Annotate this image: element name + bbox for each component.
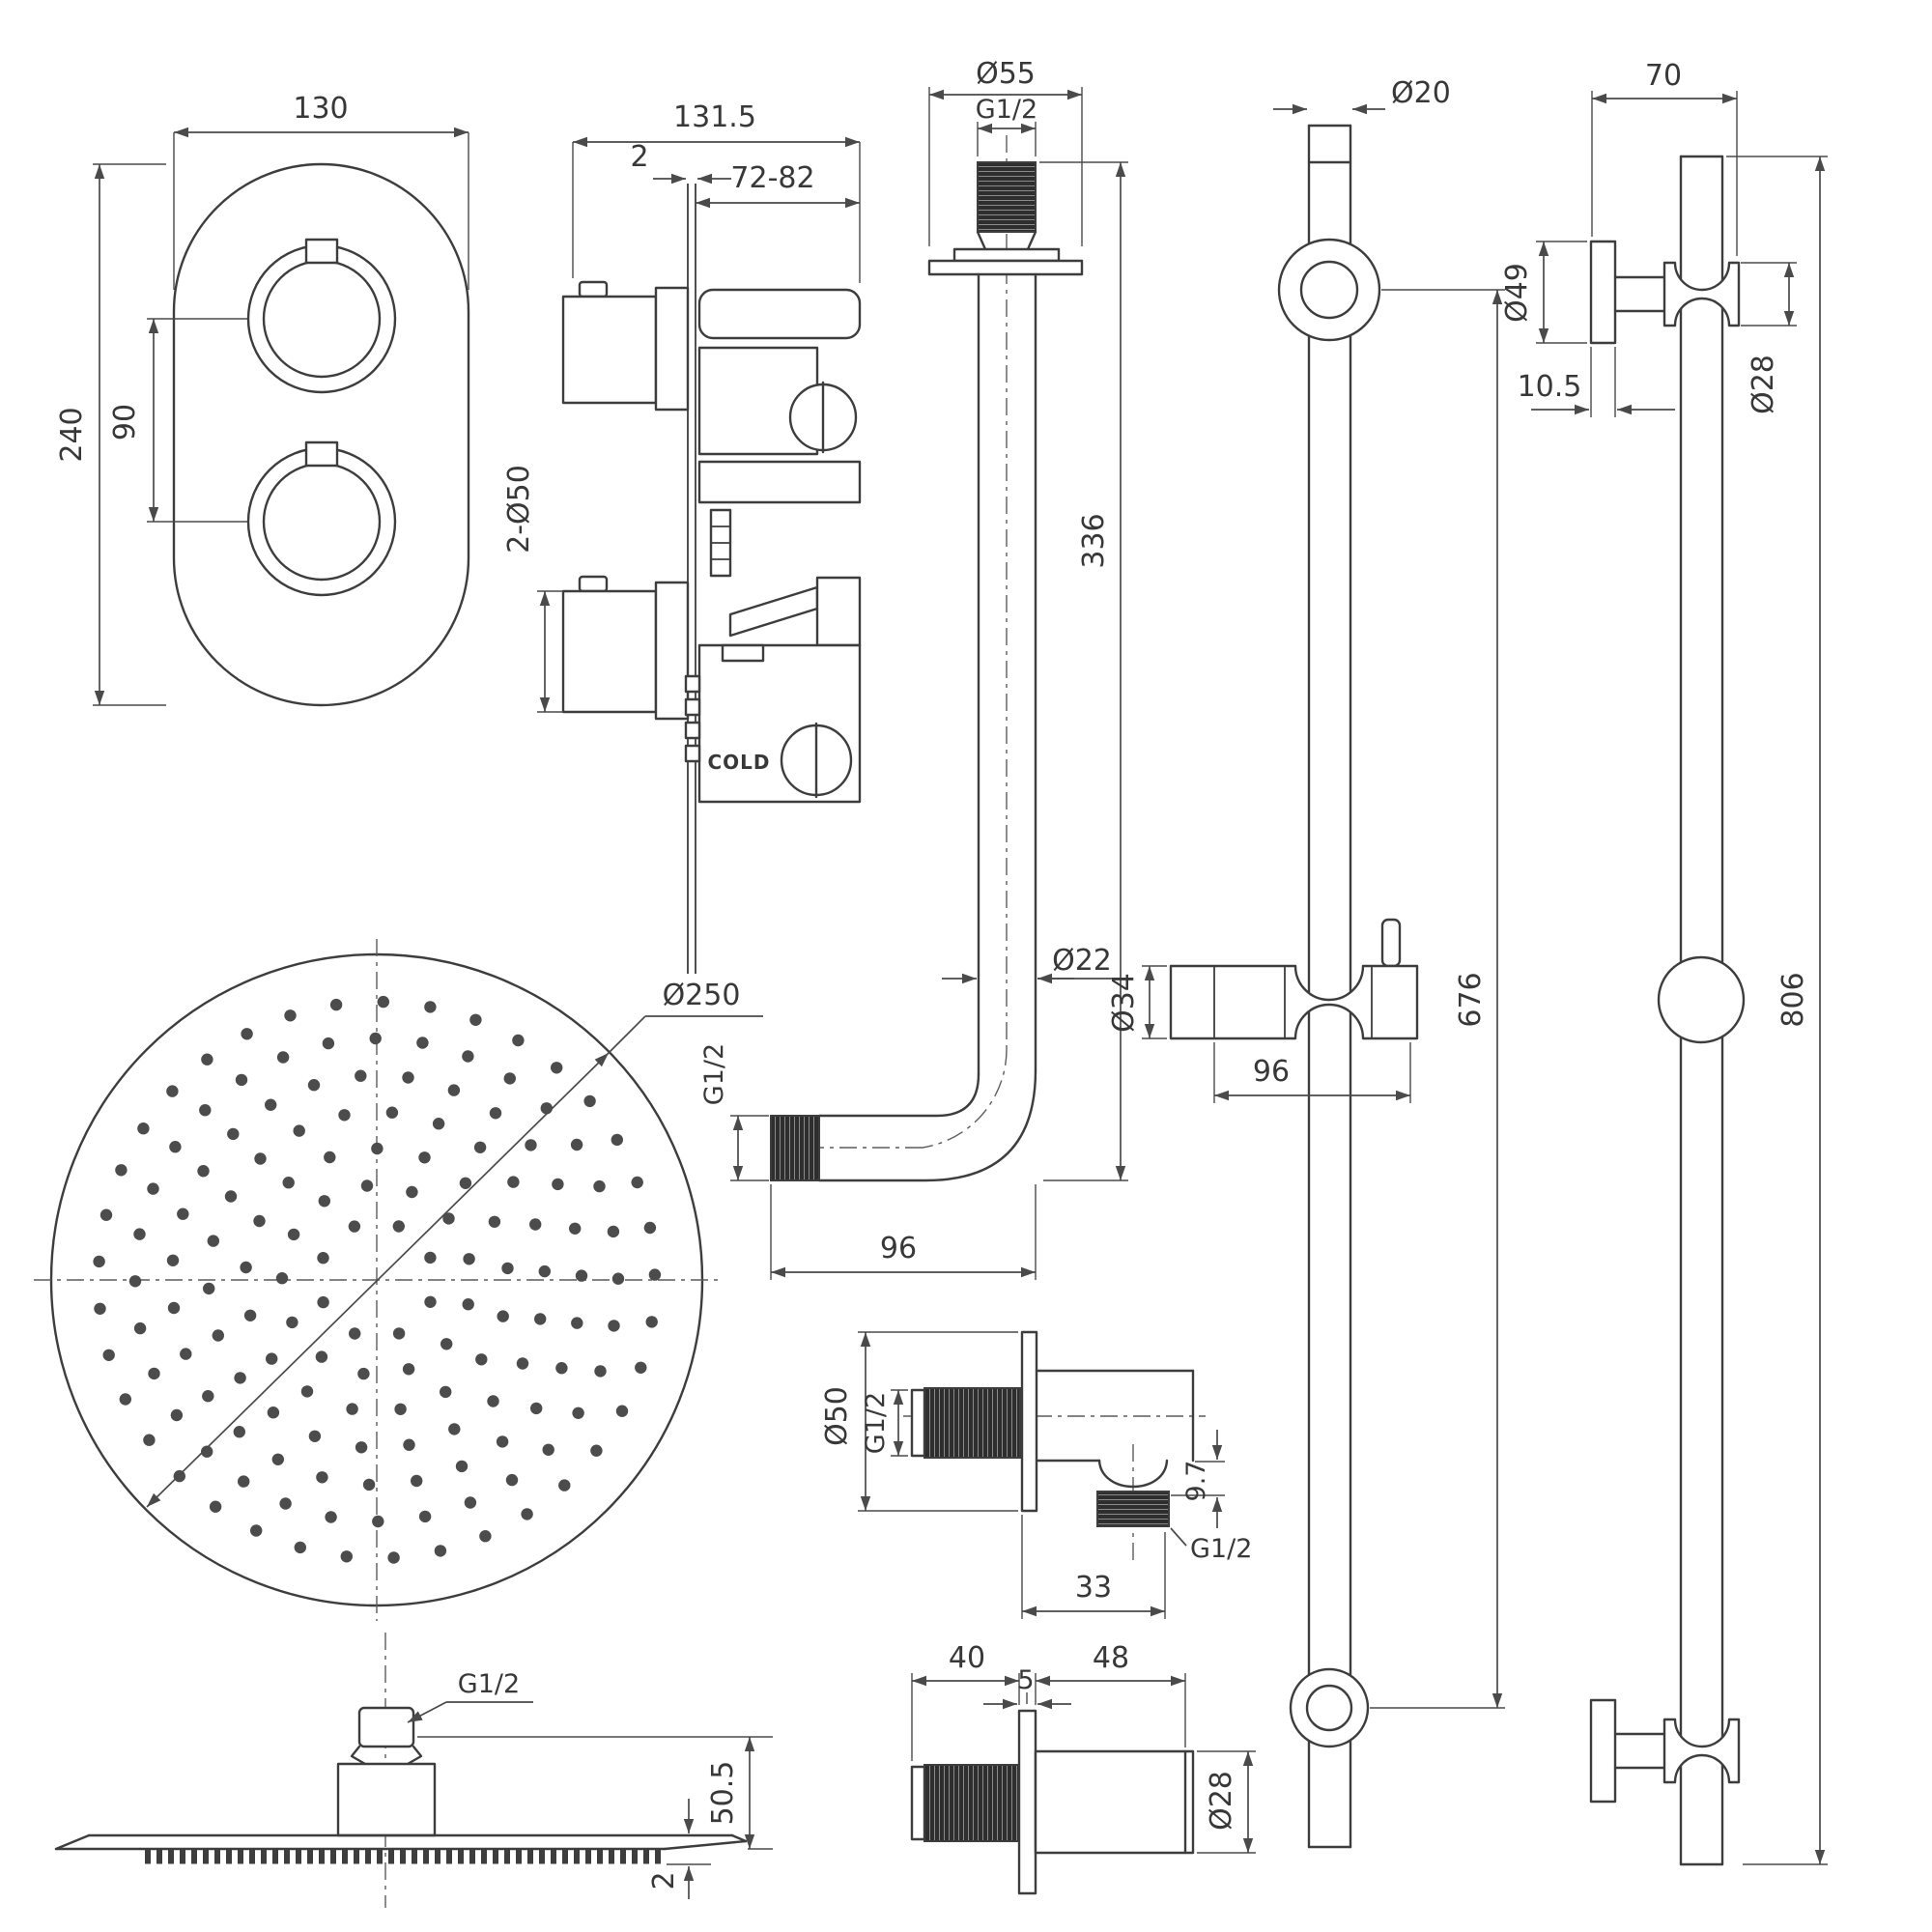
wall-outlet-elbow-view: Ø50 G1/2 9.7 G1/2 33 [820,1330,1252,1619]
rail-slider-knob [1657,955,1746,1044]
shower-head-side-view: G1/2 50.5 2 [54,1633,773,1908]
dim-rail2-arm-dia: Ø28 [1747,355,1780,414]
dim-trim-width: 130 [293,92,348,126]
thread-section [923,1764,1020,1842]
dim-rail1-tube-dia: Ø20 [1391,76,1451,110]
thread-section [977,161,1037,233]
dim-outlet-plate-dia: Ø50 [820,1386,854,1446]
dim-arm-flange-dia: Ø55 [976,57,1036,91]
knob-notch [304,238,339,265]
dim-outlet-drop: 9.7 [1181,1461,1211,1502]
dim-rail2-length: 806 [1776,972,1810,1027]
valve-body-side-view: COLD 131.5 2 72-82 2-Ø50 [502,100,862,974]
rail-wall-plate [1589,240,1617,345]
holder-lock-pin [1380,918,1402,968]
rail-clamp [1662,261,1741,327]
dim-head-dia: Ø250 [663,979,741,1012]
handset-holder [1169,964,1419,1040]
cold-port-label: COLD [707,751,770,774]
thread-section [923,1387,1021,1459]
dim-outlet-thread-out: G1/2 [1190,1534,1252,1564]
dim-rail1-length: 676 [1454,972,1488,1027]
dim-wall-range: 72-82 [730,161,814,195]
dim-outlet-depth: 33 [1075,1571,1112,1605]
knob-notch [304,440,339,468]
dim-cartridge-dia: 2-Ø50 [502,465,536,554]
shower-head-front-view: Ø250 [34,939,763,1621]
thread-section [1096,1491,1170,1527]
dim-arm-reach: 96 [880,1232,917,1265]
dim-supply-body-dia: Ø28 [1205,1771,1238,1831]
dim-head-thread: G1/2 [458,1669,520,1699]
valve-trim-front-view: 130 240 90 [55,92,470,707]
dim-arm-pipe-dia: Ø22 [1052,944,1112,978]
dim-rail2-plate-thickness: 10.5 [1518,370,1582,404]
dim-trim-height: 240 [55,407,89,462]
dim-rail1-holder-dia: Ø34 [1107,973,1141,1033]
dim-rail2-plate-dia: Ø49 [1500,263,1534,323]
dim-valve-depth: 131.5 [673,100,756,134]
escutcheon-plate [1020,1330,1038,1513]
dim-arm-thread-end: G1/2 [699,1043,729,1105]
dim-supply-plate-t: 5 [1017,1665,1034,1695]
dim-plate-thickness: 2 [630,140,648,174]
dim-arm-length: 336 [1077,513,1111,568]
slide-rail-front-view: 70 Ø49 10.5 Ø28 806 [1500,59,1828,1866]
dim-head-edge: 2 [647,1871,681,1889]
dim-supply-body-len: 48 [1093,1641,1129,1675]
dim-outlet-thread-wall: G1/2 [861,1392,891,1454]
dim-knob-spacing: 90 [108,404,142,440]
dim-supply-thread-len: 40 [949,1641,985,1675]
ceiling-arm-view: Ø55 G1/2 336 Ø22 G1/2 96 [699,57,1128,1280]
head-thread-nipple [357,1706,415,1748]
dim-rail1-holder-width: 96 [1253,1055,1290,1089]
rail-clamp [1662,1718,1741,1784]
slide-rail-side-view: Ø20 Ø34 96 676 [1107,76,1505,1849]
rail-wall-plate [1589,1698,1617,1804]
dim-head-height: 50.5 [706,1761,740,1826]
thread-section [770,1115,820,1181]
dim-arm-thread-top: G1/2 [976,95,1037,125]
wall-supply-fitting-view: 40 48 5 Ø28 [910,1641,1256,1895]
escutcheon-plate [1017,1709,1037,1895]
dim-rail2-offset: 70 [1645,59,1682,93]
